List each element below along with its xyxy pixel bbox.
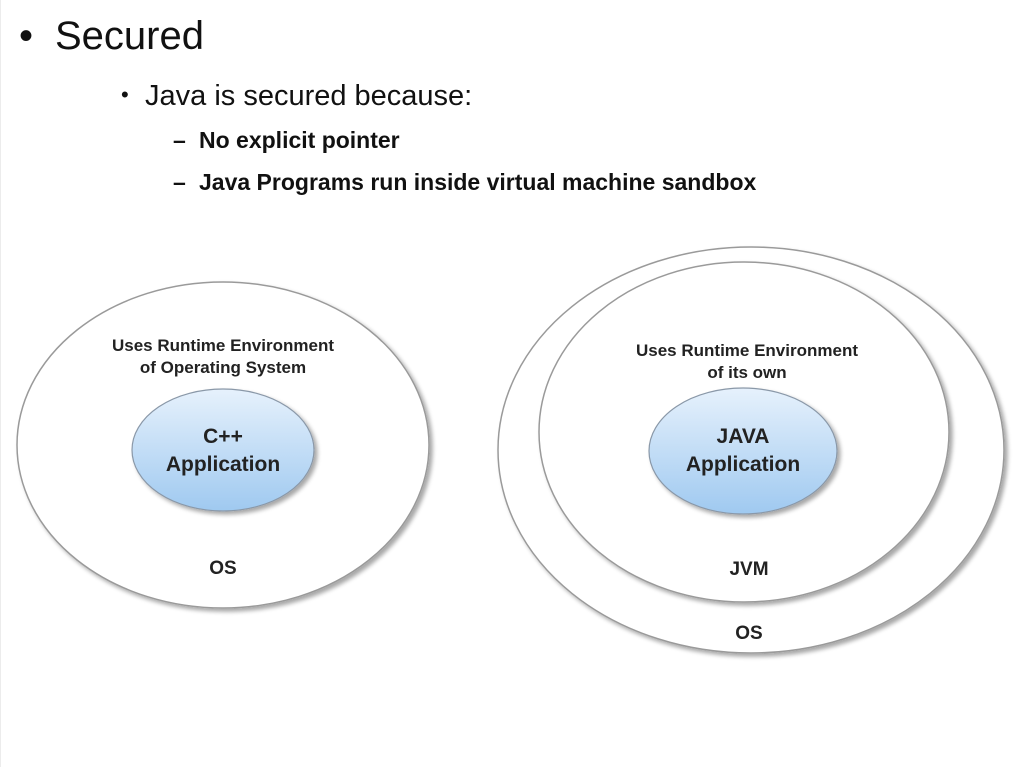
os-label: OS xyxy=(735,623,762,644)
java-caption-line2: of its own xyxy=(707,363,786,382)
heading-text: Secured xyxy=(55,14,204,58)
jvm-label: JVM xyxy=(729,559,768,580)
os-label: OS xyxy=(209,558,236,579)
cpp-diagram: Uses Runtime Environment of Operating Sy… xyxy=(16,281,430,609)
cpp-caption-line1: Uses Runtime Environment xyxy=(112,336,334,355)
reason-item: –No explicit pointer xyxy=(173,127,400,154)
bullet-icon: • xyxy=(19,14,34,58)
java-application-node xyxy=(648,387,838,515)
reason-item: –Java Programs run inside virtual machin… xyxy=(173,169,756,196)
java-caption-line1: Uses Runtime Environment xyxy=(636,341,858,360)
dash-icon: – xyxy=(173,127,186,153)
reason-text: Java Programs run inside virtual machine… xyxy=(199,169,757,195)
subpoint-text: Java is secured because: xyxy=(145,80,473,112)
cpp-app-line2: Application xyxy=(166,453,280,476)
reason-text: No explicit pointer xyxy=(199,127,400,153)
cpp-application-node xyxy=(131,388,315,512)
java-app-line2: Application xyxy=(686,453,800,476)
cpp-app-line1: C++ xyxy=(203,425,243,448)
java-app-line1: JAVA xyxy=(717,425,770,448)
bullet-icon: • xyxy=(121,82,129,107)
dash-icon: – xyxy=(173,169,186,195)
java-diagram: Uses Runtime Environment of its own JAVA… xyxy=(497,246,1005,654)
cpp-caption-line2: of Operating System xyxy=(140,358,306,377)
heading-secured: • Secured xyxy=(19,14,204,59)
subpoint: • Java is secured because: xyxy=(121,80,472,113)
